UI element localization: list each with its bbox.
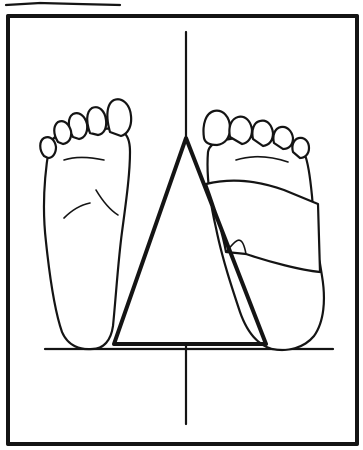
right-foot-big-toe (203, 111, 230, 145)
right-foot-toe-2 (229, 117, 252, 144)
left-foot-big-toe (107, 99, 131, 136)
right-foot-toe-5 (292, 138, 309, 158)
left-foot-toe-5 (40, 137, 56, 158)
left-foot-toe-4 (54, 121, 71, 144)
scan-mark (6, 3, 120, 5)
left-foot-outline (44, 129, 130, 350)
left-foot-toe-2 (87, 107, 106, 135)
left-foot (40, 99, 131, 349)
right-foot-toe-4 (273, 127, 293, 149)
